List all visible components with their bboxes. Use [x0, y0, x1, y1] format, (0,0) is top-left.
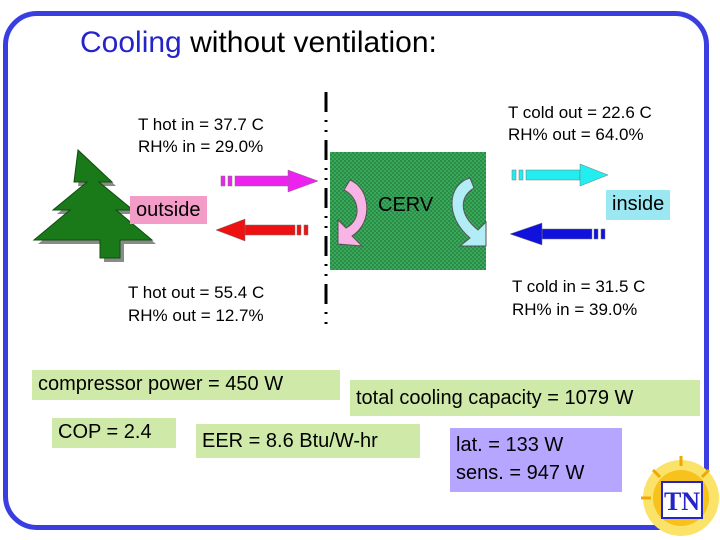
cold-loop-arrow-icon	[451, 177, 487, 247]
logo-text: TN	[664, 487, 700, 516]
slide-title: Cooling without ventilation:	[80, 26, 437, 60]
latent-value: lat. = 133 W	[456, 434, 564, 456]
inside-label: inside	[606, 190, 671, 220]
hot-in-temp: T hot in = 37.7 C	[138, 115, 264, 134]
cold-out-arrow-icon	[511, 163, 609, 187]
tn-logo: TN	[641, 456, 719, 536]
outside-label: outside	[130, 196, 207, 224]
cold-in-temp: T cold in = 31.5 C	[512, 277, 646, 296]
title-accent: Cooling	[80, 26, 182, 59]
slide-frame	[3, 11, 709, 530]
hot-out-temp: T hot out = 55.4 C	[128, 283, 265, 302]
hot-out-arrow-icon	[215, 218, 309, 242]
cold-out-temp: T cold out = 22.6 C	[508, 103, 652, 122]
cold-in-rh: RH% in = 39.0%	[512, 300, 638, 319]
eer-value: EER = 8.6 Btu/W-hr	[196, 424, 420, 458]
sensible-value: sens. = 947 W	[456, 462, 585, 484]
title-rest: without ventilation:	[181, 26, 437, 59]
compressor-power: compressor power = 450 W	[32, 370, 340, 400]
cold-in-arrow-icon	[509, 222, 606, 246]
latent-sensible-box: lat. = 133 W sens. = 947 W	[450, 428, 622, 492]
cold-out-rh: RH% out = 64.0%	[508, 125, 644, 144]
tree-icon	[32, 148, 156, 262]
hot-loop-arrow-icon	[337, 179, 368, 247]
cop-value: COP = 2.4	[52, 418, 176, 448]
hot-in-arrow-icon	[220, 169, 319, 193]
hot-out-rh: RH% out = 12.7%	[128, 306, 264, 325]
hot-in-rh: RH% in = 29.0%	[138, 137, 264, 156]
total-cooling-capacity: total cooling capacity = 1079 W	[350, 380, 700, 416]
cerv-label: CERV	[378, 194, 434, 216]
